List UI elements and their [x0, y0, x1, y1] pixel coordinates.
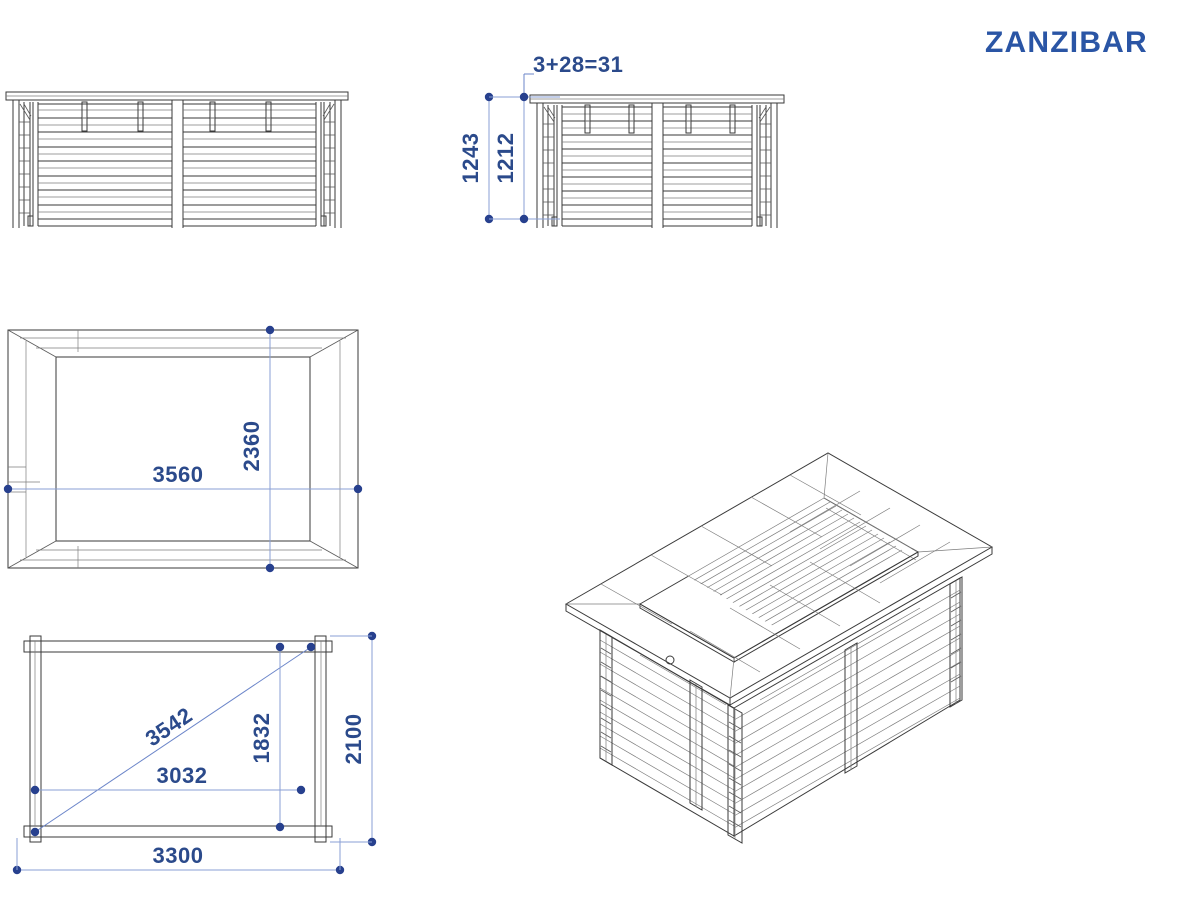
dim-dot [3, 484, 13, 494]
side-center-post [652, 103, 663, 228]
dim-plan-width: 2360 [239, 421, 264, 472]
dim-foundation-length: 3300 [153, 843, 204, 868]
plan-dimension-group: 2360 3560 [3, 325, 363, 573]
dim-dot [519, 92, 529, 102]
corner-post-right [321, 100, 341, 228]
iso-corner-post-front [728, 705, 742, 843]
foundation-plan-view: 3542 3032 1832 2100 3300 [12, 631, 377, 875]
front-elevation-view [6, 92, 348, 228]
side-corner-post-right [757, 103, 777, 228]
dim-dot [265, 325, 275, 335]
iso-post-mid-left [690, 680, 702, 810]
corner-post-left [13, 100, 33, 228]
side-wall-panel-left [557, 105, 652, 226]
isometric-3d-view [566, 453, 992, 843]
dim-dot [265, 563, 275, 573]
side-elevation-view: 3+28=31 1243 1212 [458, 52, 784, 228]
side-wall-panel-right [663, 105, 757, 226]
coping-rim-planks [566, 452, 993, 699]
fitting-detail-icon [666, 656, 674, 664]
dim-dot [30, 785, 40, 795]
dim-dot [275, 642, 285, 652]
dim-dot [275, 822, 285, 832]
side-corner-post-left [537, 103, 557, 228]
iso-post-mid-right [845, 643, 857, 773]
side-coping-cap [530, 95, 784, 103]
wall-panel-left [33, 102, 172, 226]
dim-foundation-inner-length: 3032 [157, 763, 208, 788]
coping-cap [6, 92, 348, 100]
outer-wall-front-right [734, 578, 960, 836]
side-dimension-group: 3+28=31 1243 1212 [458, 52, 623, 224]
iso-corner-post-right [950, 577, 962, 707]
dim-foundation-inner-width: 1832 [249, 713, 274, 764]
inner-wall-left [640, 604, 734, 662]
top-plan-view: 2360 3560 [3, 325, 363, 573]
dim-foundation-width: 2100 [341, 714, 366, 765]
dim-side-top-note: 3+28=31 [533, 52, 623, 77]
foundation-dimension-group: 3542 3032 1832 2100 3300 [12, 631, 377, 875]
page-title: ZANZIBAR [985, 26, 1148, 59]
dim-side-height-outer: 1243 [458, 133, 483, 184]
coping-overhang-edges [565, 547, 993, 706]
dim-dot [30, 827, 40, 837]
dim-dot [519, 214, 529, 224]
dim-dot [296, 785, 306, 795]
dim-side-height-inner: 1212 [493, 133, 518, 184]
dim-dot [306, 642, 316, 652]
center-post [172, 100, 183, 228]
wall-panel-right [183, 102, 321, 226]
dim-dot [353, 484, 363, 494]
iso-corner-post-left [600, 630, 612, 765]
dim-plan-length: 3560 [153, 462, 204, 487]
